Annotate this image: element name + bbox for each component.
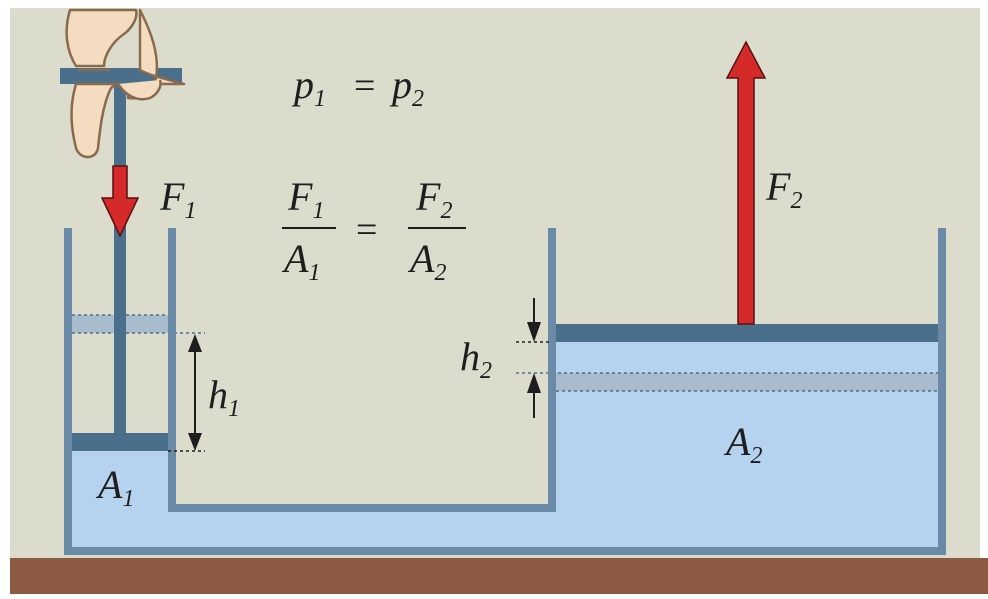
small-piston xyxy=(72,433,168,451)
svg-text:p1: p1 xyxy=(291,62,326,112)
label-F1: F1 xyxy=(159,174,196,224)
svg-text:F1: F1 xyxy=(287,174,324,224)
force-arrow-down xyxy=(100,165,140,238)
svg-text:=: = xyxy=(354,65,375,107)
label-h1: h1 xyxy=(208,372,240,422)
svg-text:p2: p2 xyxy=(389,62,424,112)
height1-dimension xyxy=(168,334,205,452)
svg-text:A2: A2 xyxy=(407,236,446,286)
svg-text:F2: F2 xyxy=(415,174,452,224)
label-F2: F2 xyxy=(765,164,802,214)
label-h2: h2 xyxy=(460,334,492,384)
label-A1: A1 xyxy=(95,462,134,512)
piston-rod xyxy=(114,80,126,433)
svg-text:A1: A1 xyxy=(281,236,320,286)
svg-text:=: = xyxy=(356,209,377,251)
container-walls xyxy=(64,228,946,555)
initial-piston-level-right xyxy=(516,372,938,392)
hand-icon xyxy=(65,8,186,159)
label-A2: A2 xyxy=(723,419,762,469)
large-piston xyxy=(556,324,938,342)
pressure-equation: p1 = p2 xyxy=(291,62,424,112)
force-arrow-up xyxy=(725,40,767,325)
ratio-equation: F1 A1 = F2 A2 xyxy=(281,174,466,286)
height2-dimension xyxy=(516,298,552,418)
ground xyxy=(10,558,988,594)
